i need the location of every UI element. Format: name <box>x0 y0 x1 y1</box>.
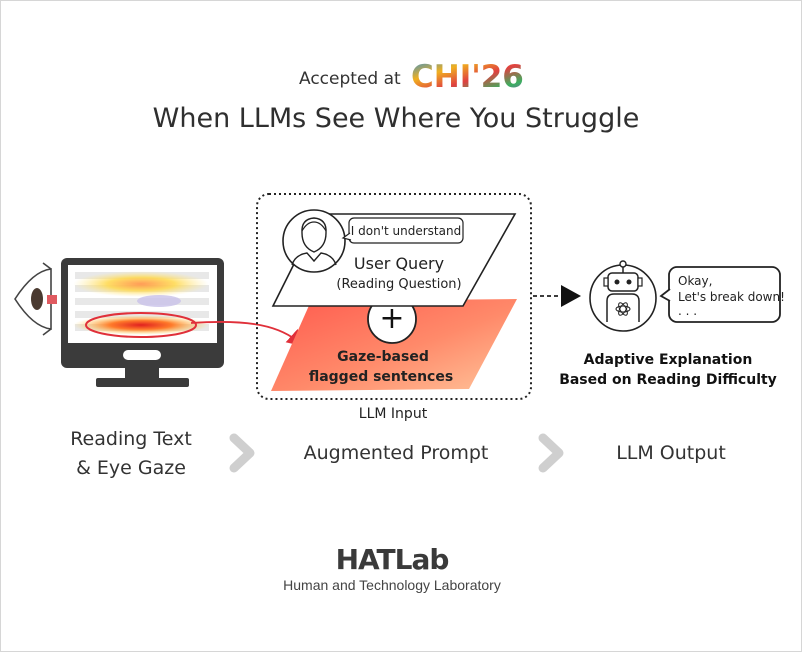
output-caption-line2: Based on Reading Difficulty <box>559 372 777 388</box>
user-avatar-icon <box>282 209 346 273</box>
gaze-sentences-card <box>271 299 517 391</box>
step-reading-line2: & Eye Gaze <box>76 457 186 479</box>
step-chevron-2 <box>538 433 564 473</box>
step-reading-line1: Reading Text <box>70 428 192 450</box>
output-bubble-line2: Let's break down! <box>678 290 785 304</box>
llm-input-label: LLM Input <box>359 406 428 422</box>
monitor-icon <box>61 258 224 387</box>
reading-question-label: (Reading Question) <box>336 277 461 292</box>
step-chevron-1 <box>229 433 255 473</box>
step-reading-caption: Reading Text & Eye Gaze <box>41 425 221 483</box>
step-prompt-caption: Augmented Prompt <box>303 442 489 464</box>
robot-icon <box>589 260 657 332</box>
user-bubble-text: I don't understand <box>351 224 461 238</box>
plus-sign: + <box>379 301 404 336</box>
chi-logo-text: CHI'26 <box>411 59 524 95</box>
llm-input-box <box>256 193 532 400</box>
user-query-label: User Query <box>354 254 444 273</box>
gaze-label-line1: Gaze-based <box>337 349 429 365</box>
accepted-label: Accepted at <box>299 69 401 89</box>
eye-icon <box>14 262 52 336</box>
gaze-connector-arrow <box>190 321 304 347</box>
output-arrow-head <box>561 285 581 307</box>
lab-full-name: Human and Technology Laboratory <box>283 577 501 593</box>
gaze-label-line2: flagged sentences <box>309 369 453 385</box>
page-title: When LLMs See Where You Struggle <box>152 103 640 134</box>
output-caption-line1: Adaptive Explanation <box>583 352 753 368</box>
output-bubble-line1: Okay, <box>678 274 712 288</box>
chi-logo: CHI'26 <box>411 59 524 95</box>
user-speech-bubble <box>348 217 464 244</box>
output-bubble-line3: . . . <box>678 304 697 318</box>
lab-logo: HATLab <box>335 543 450 576</box>
step-output-caption: LLM Output <box>616 442 726 464</box>
output-caption: Adaptive Explanation Based on Reading Di… <box>553 350 783 390</box>
